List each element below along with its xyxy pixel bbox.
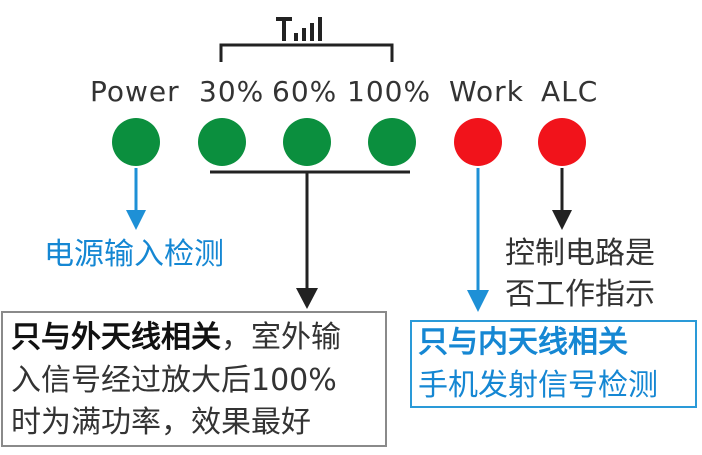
label-100: 100% [347,75,432,108]
note-outer-line2: 入信号经过放大后100% [11,362,337,398]
note-outer-line1: 只与外天线相关，室外输 [11,317,385,360]
power-arrow-head [126,210,146,230]
note-outer-bold: 只与外天线相关 [11,320,221,355]
note-outer-antenna: 只与外天线相关，室外输 入信号经过放大后100% 时为满功率，效果最好 [1,311,387,447]
signal-strength-icon [276,17,322,41]
label-power: Power [90,75,180,108]
note-power-detect: 电源输入检测 [44,237,224,272]
led-work [454,118,502,166]
note-inner-antenna: 只与内天线相关 手机发射信号检测 [410,320,697,408]
led-60 [283,118,331,166]
led-alc [538,118,586,166]
note-outer-line3: 时为满功率，效果最好 [11,405,311,441]
label-alc: ALC [541,75,599,108]
label-60: 60% [272,75,338,108]
note-alc-line1: 控制电路是 [505,236,655,271]
note-alc: 控制电路是 否工作指示 [505,234,655,315]
alc-arrow-head [552,210,572,230]
work-arrow-head [467,290,489,312]
label-work: Work [449,75,524,108]
label-30: 30% [199,75,265,108]
note-inner-bold: 只与内天线相关 [418,325,628,360]
led-power [112,118,160,166]
note-alc-line2: 否工作指示 [505,276,655,312]
led-100 [368,118,416,166]
led-30 [198,118,246,166]
signal-bracket [219,43,394,62]
note-inner-line2: 手机发射信号检测 [418,367,658,403]
note-outer-rest: ，室外输 [221,320,341,355]
outer-arrow-head [296,288,318,309]
